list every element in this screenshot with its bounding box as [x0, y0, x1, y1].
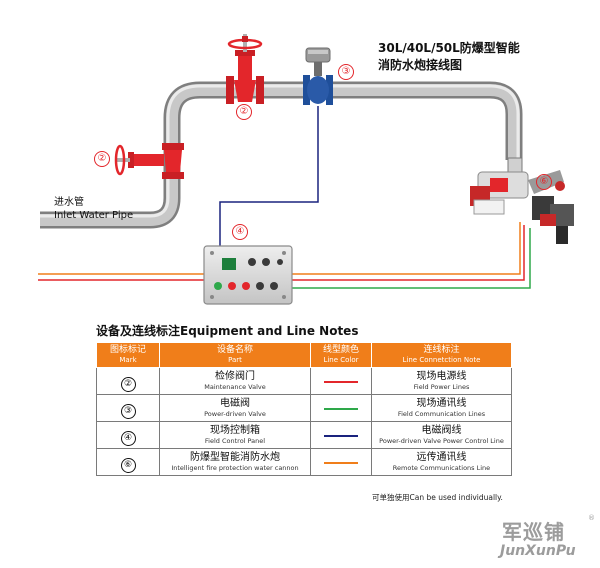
part-zh: 电磁阀 [220, 398, 250, 409]
header-mark-en: Mark [119, 356, 137, 364]
line-color-swatch [324, 435, 358, 437]
header-line-color-en: Line Color [323, 356, 359, 364]
note-zh: 电磁阀线 [421, 425, 462, 436]
cell-line-note: 现场电源线 Field Power Lines [371, 367, 512, 395]
part-en: Power-driven Valve [204, 410, 266, 418]
marker-maintenance-valve-top: ② [236, 104, 252, 120]
table-row: ⑥ 防爆型智能消防水炮 Intelligent fire protection … [96, 448, 512, 476]
wiring-diagram [38, 34, 574, 305]
table-row: ③ 电磁阀 Power-driven Valve 现场通讯线 Field Com… [96, 394, 512, 422]
part-en: Intelligent fire protection water cannon [171, 464, 299, 472]
remote-communication-line [38, 222, 521, 275]
note-en: Remote Communications Line [392, 464, 491, 472]
inlet-label: 进水管 Inlet Water Pipe [54, 196, 133, 222]
brand-logo-en: JunXunPu [500, 543, 576, 559]
header-line-color-zh: 线型颜色 [322, 345, 359, 355]
marker-field-control-panel: ④ [232, 224, 248, 240]
brand-registered-mark: ® [588, 514, 595, 522]
brand-logo-zh: 军巡铺 [502, 520, 565, 544]
table-row: ④ 现场控制箱 Field Control Panel 电磁阀线 Power-d… [96, 421, 512, 449]
notes-header-row: 图标标记 Mark 设备名称 Part 线型颜色 Line Color 连线标注… [96, 342, 512, 368]
cell-line-color [310, 367, 372, 395]
table-row: ② 检修阀门 Maintenance Valve 现场电源线 Field Pow… [96, 367, 512, 395]
note-en: Power-driven Valve Power Control Line [379, 437, 504, 445]
marker-fire-water-cannon: ⑥ [536, 174, 552, 190]
field-power-line [38, 225, 525, 281]
header-line-note-zh: 连线标注 [423, 345, 460, 355]
header-line-color: 线型颜色 Line Color [310, 342, 372, 368]
note-en: Field Power Lines [413, 383, 470, 391]
cell-line-note: 现场通讯线 Field Communication Lines [371, 394, 512, 422]
part-en: Field Control Panel [204, 437, 266, 445]
part-zh: 现场控制箱 [210, 425, 260, 436]
mark-badge: ⑥ [120, 457, 136, 473]
cell-line-color [310, 448, 372, 476]
cell-line-color [310, 421, 372, 449]
equipment-line-notes-table: 图标标记 Mark 设备名称 Part 线型颜色 Line Color 连线标注… [96, 342, 512, 476]
cell-line-note: 远传通讯线 Remote Communications Line [371, 448, 512, 476]
part-en: Maintenance Valve [204, 383, 266, 391]
marker-power-driven-valve: ③ [338, 64, 354, 80]
line-color-swatch [324, 381, 358, 383]
note-en: Field Communication Lines [397, 410, 486, 418]
note-zh: 现场电源线 [416, 371, 467, 382]
mark-badge: ③ [120, 403, 136, 419]
marker-maintenance-valve-side: ② [94, 151, 110, 167]
part-zh: 检修阀门 [215, 371, 255, 382]
diagram-title-line2: 消防水炮接线图 [378, 58, 463, 72]
field-communication-line [292, 228, 531, 289]
part-zh: 防爆型智能消防水炮 [190, 452, 280, 463]
cell-part: 检修阀门 Maintenance Valve [159, 367, 311, 395]
cell-mark: ⑥ [96, 448, 160, 476]
cell-mark: ④ [96, 421, 160, 449]
note-zh: 远传通讯线 [416, 452, 467, 463]
note-zh: 现场通讯线 [416, 398, 467, 409]
maintenance-valve-side [114, 143, 184, 179]
header-line-note-en: Line Connetction Note [402, 356, 481, 364]
header-mark-zh: 图标标记 [109, 345, 146, 355]
diagram-title-line1: 30L/40L/50L防爆型智能 [378, 41, 520, 55]
diagram-title: 30L/40L/50L防爆型智能 消防水炮接线图 [378, 40, 520, 74]
header-part-en: Part [228, 356, 242, 364]
cell-part: 防爆型智能消防水炮 Intelligent fire protection wa… [159, 448, 311, 476]
line-color-swatch [324, 408, 358, 410]
cell-line-note: 电磁阀线 Power-driven Valve Power Control Li… [371, 421, 512, 449]
cell-part: 电磁阀 Power-driven Valve [159, 394, 311, 422]
cell-mark: ③ [96, 394, 160, 422]
cell-part: 现场控制箱 Field Control Panel [159, 421, 311, 449]
header-part: 设备名称 Part [159, 342, 311, 368]
line-color-swatch [324, 462, 358, 464]
mark-badge: ④ [120, 430, 136, 446]
fire-water-cannon [470, 157, 574, 244]
header-part-zh: 设备名称 [216, 345, 253, 355]
cell-mark: ② [96, 367, 160, 395]
valve-power-control-line [219, 106, 319, 250]
notes-title: 设备及连线标注Equipment and Line Notes [96, 324, 359, 338]
inlet-label-zh: 进水管 [54, 197, 84, 208]
mark-badge: ② [120, 376, 136, 392]
cell-line-color [310, 394, 372, 422]
usage-footnote: 可单独使用Can be used individually. [372, 493, 503, 502]
power-driven-valve [303, 47, 333, 105]
header-line-note: 连线标注 Line Connetction Note [371, 342, 512, 368]
field-control-panel [203, 245, 293, 305]
maintenance-valve-top [226, 34, 264, 104]
header-mark: 图标标记 Mark [96, 342, 160, 368]
inlet-label-en: Inlet Water Pipe [54, 210, 134, 221]
